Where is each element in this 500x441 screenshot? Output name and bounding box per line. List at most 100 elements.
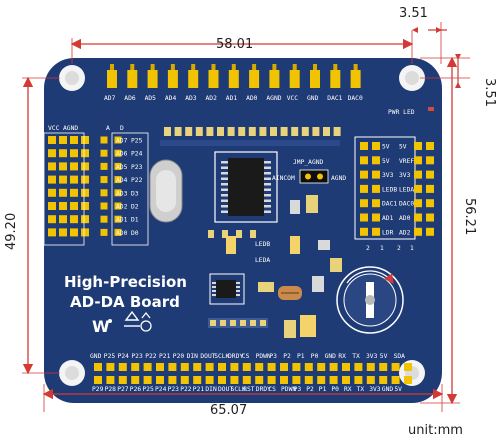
left-header-label-d: P24	[131, 151, 143, 158]
bottom-header-pin	[317, 376, 326, 384]
bottom-top-label: DIN	[187, 353, 199, 360]
adc-chip	[228, 158, 264, 216]
right-block-label-left: AD1	[382, 215, 394, 222]
right-block-label-right: 3V3	[399, 172, 411, 179]
right-block-pin	[372, 213, 380, 222]
bottom-top-label: CS	[242, 353, 250, 360]
bottom-top-label: RX	[338, 353, 346, 360]
left-header-column-labels: VCC AGND A D	[48, 125, 124, 132]
bottom-top-label: DRDY	[228, 353, 243, 360]
left-header-pin	[48, 215, 56, 224]
right-block-pin	[426, 227, 434, 236]
left-header-label-d: D2	[131, 204, 139, 211]
left-col-d: D	[120, 125, 124, 132]
board-title-line2: AD-DA Board	[70, 293, 180, 311]
left-header-pin	[100, 202, 108, 210]
bottom-top-label: PDWN	[256, 353, 271, 360]
right-block-pin	[360, 156, 368, 165]
bottom-header-pin	[267, 363, 276, 371]
right-block-label-left: LDR	[382, 229, 394, 236]
left-header-pin	[81, 136, 89, 144]
bottom-top-label: DOUT	[200, 353, 215, 360]
left-col-agnd: AGND	[63, 125, 78, 132]
bottom-header-pin	[230, 376, 239, 384]
bottom-top-label: P25	[104, 353, 116, 360]
left-col-vcc: VCC	[48, 125, 60, 132]
left-header-pin	[48, 162, 56, 171]
top-header-pin	[167, 70, 178, 88]
left-header-pin	[59, 202, 67, 210]
right-block-pin	[360, 170, 368, 179]
bottom-top-label: P23	[131, 353, 143, 360]
top-header-pin	[188, 70, 199, 88]
bottom-bottom-label: P25	[142, 386, 154, 393]
left-header-label-a: AD6	[116, 151, 128, 158]
right-block-pin	[414, 213, 422, 222]
top-header-pin	[350, 70, 361, 88]
left-header-pin	[70, 175, 78, 184]
bottom-header-pin	[267, 376, 276, 384]
bottom-header-pin	[242, 363, 251, 371]
top-header-pin	[289, 70, 300, 88]
top-header-label: AD2	[206, 95, 218, 102]
right-block-pin	[426, 213, 434, 222]
left-header-pin	[114, 228, 122, 236]
bottom-bottom-label: 3V3	[369, 386, 381, 393]
bottom-header-pin	[143, 376, 152, 384]
right-block-pin	[414, 170, 422, 179]
bottom-header-pin	[255, 363, 264, 371]
bottom-header-pin	[131, 363, 140, 371]
top-header-pin	[249, 70, 260, 88]
bottom-header-pin	[205, 363, 214, 371]
bottom-header-pin	[379, 376, 388, 384]
bottom-bottom-label: RST	[243, 386, 255, 393]
right-block-pin	[426, 142, 434, 150]
left-header-pin	[114, 215, 122, 223]
bottom-bottom-label: DIN	[205, 386, 217, 393]
right-block-pin	[414, 156, 422, 165]
bottom-header-pin	[366, 376, 375, 384]
bottom-header-pin	[404, 376, 412, 384]
right-block-pin	[426, 184, 434, 193]
adc-chip-outline	[214, 151, 278, 223]
svg-text:2: 2	[366, 245, 370, 252]
left-header-pin	[81, 202, 89, 210]
top-header-label: AD0	[246, 95, 258, 102]
right-block-pin	[372, 142, 380, 150]
led-a	[290, 236, 300, 254]
bottom-bottom-label: P1	[319, 386, 327, 393]
bottom-top-label: SDA	[394, 353, 406, 360]
left-header-pin	[100, 176, 108, 184]
bottom-header-pin	[379, 363, 388, 371]
jumper-right-label: AGND	[331, 175, 346, 182]
bottom-header-pin	[193, 363, 202, 371]
left-header-pin	[81, 162, 89, 171]
right-block-pin	[414, 142, 422, 150]
svg-text:2: 2	[397, 245, 401, 252]
right-block-label-left: LEDB	[382, 186, 397, 193]
right-block-label-left: 3V3	[382, 172, 394, 179]
top-header-pin	[310, 70, 320, 88]
left-header-label-a: AD1	[116, 217, 128, 224]
left-header-pin	[70, 136, 78, 144]
left-header-pin	[59, 136, 67, 144]
bottom-header-pin	[143, 363, 152, 371]
bottom-top-label: P24	[118, 353, 130, 360]
left-header-pin	[59, 162, 67, 171]
left-header-pin	[70, 162, 78, 171]
bottom-header-pin	[94, 363, 102, 371]
jumper-left-label: AINCOM	[272, 175, 295, 182]
pwr-led	[428, 107, 434, 111]
top-pin-header	[107, 64, 361, 88]
bottom-header-pin	[391, 363, 400, 371]
bottom-header-pin	[304, 376, 313, 384]
bottom-top-label: GND	[325, 353, 337, 360]
bottom-header-pin	[317, 363, 326, 371]
bottom-header-pin	[180, 376, 189, 384]
top-header-label: AD5	[145, 95, 157, 102]
right-block-label-right: LEDA	[399, 186, 414, 193]
top-header-pin	[127, 70, 138, 88]
